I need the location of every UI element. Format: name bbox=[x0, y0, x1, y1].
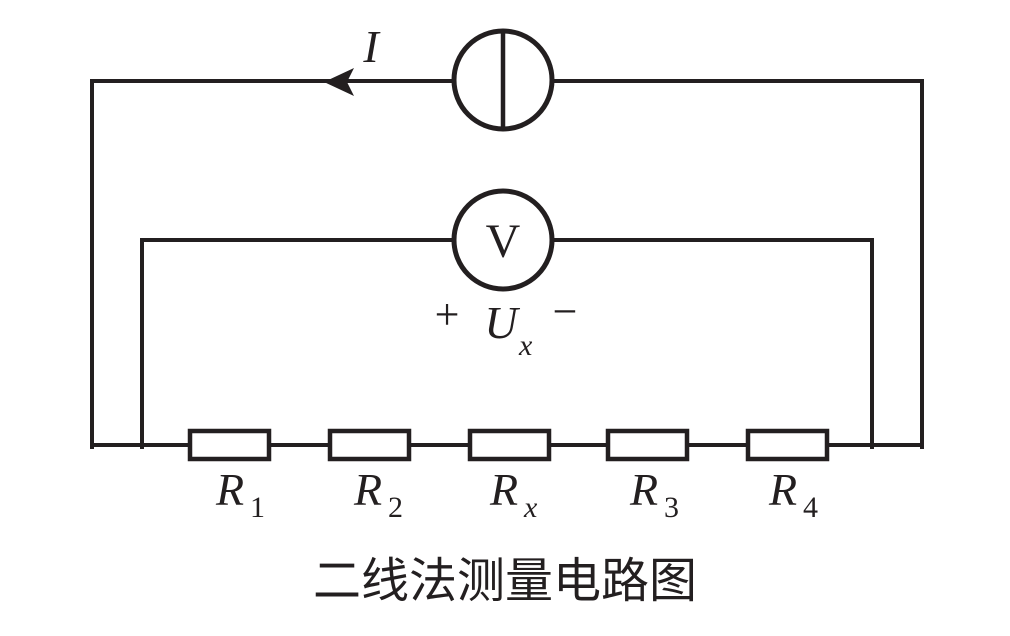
resistor-label-rx: R x bbox=[489, 464, 538, 524]
resistor-subscript: 2 bbox=[388, 491, 403, 524]
resistor-subscript: 4 bbox=[803, 491, 818, 524]
resistor-symbol: R bbox=[215, 464, 244, 515]
voltmeter-label: V bbox=[486, 215, 521, 268]
resistor-body-r3 bbox=[605, 428, 690, 462]
resistor-body-r1 bbox=[187, 428, 272, 462]
resistor-subscript: 1 bbox=[250, 491, 265, 524]
resistor-body-r4 bbox=[745, 428, 830, 462]
resistor-symbol: R bbox=[353, 464, 382, 515]
voltmeter-circle bbox=[451, 188, 555, 292]
current-direction-arrow bbox=[324, 68, 354, 96]
resistor-label-r1: R 1 bbox=[215, 464, 265, 524]
plus-sign: + bbox=[435, 290, 460, 339]
minus-sign: − bbox=[553, 287, 578, 336]
figure-caption: 二线法测量电路图 bbox=[313, 555, 697, 608]
resistor-body-r2 bbox=[327, 428, 412, 462]
resistor-subscript: x bbox=[523, 491, 538, 524]
resistor-body-rx bbox=[467, 428, 552, 462]
voltage-label: U bbox=[484, 297, 520, 348]
resistor-label-r2: R 2 bbox=[353, 464, 403, 524]
current-label: I bbox=[362, 21, 381, 72]
voltage-subscript: x bbox=[518, 329, 533, 362]
resistor-label-r4: R 4 bbox=[768, 464, 818, 524]
resistor-symbol: R bbox=[768, 464, 797, 515]
resistor-subscript: 3 bbox=[664, 491, 679, 524]
current-source-symbol bbox=[451, 28, 555, 132]
resistor-label-r3: R 3 bbox=[629, 464, 679, 524]
resistor-symbol: R bbox=[629, 464, 658, 515]
voltmeter-symbol: V bbox=[451, 188, 555, 292]
resistor-symbol: R bbox=[489, 464, 518, 515]
